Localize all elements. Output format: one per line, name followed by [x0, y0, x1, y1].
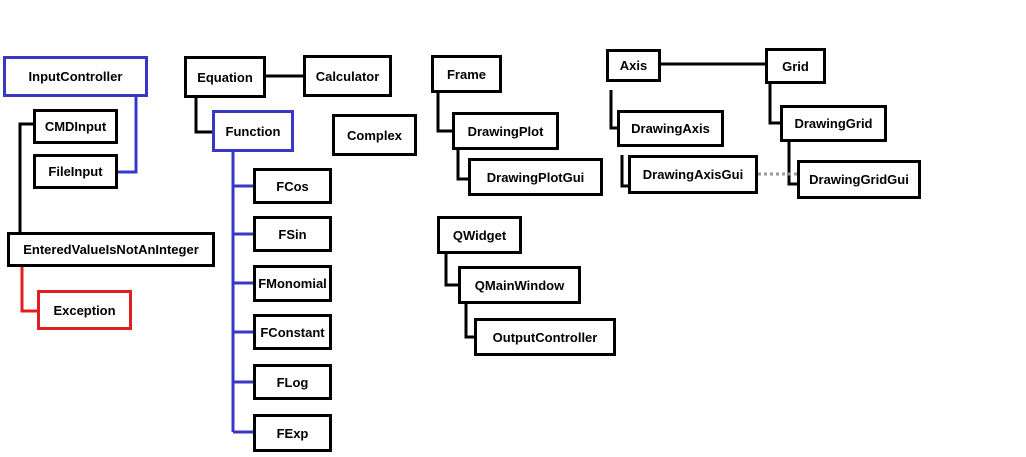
- output-controller-box: OutputController: [474, 318, 616, 356]
- drawing-axis-box: DrawingAxis: [617, 110, 724, 147]
- cmd-to-entered-line: [18, 122, 33, 232]
- complex-box: Complex: [332, 114, 417, 156]
- grid-to-drawinggrid-line: [768, 84, 780, 125]
- fmonomial-box: FMonomial: [253, 265, 332, 302]
- drawinggrid-to-gui-line: [787, 142, 797, 186]
- drawingaxis-to-gui-line: [620, 155, 628, 188]
- calculator-box: Calculator: [303, 55, 392, 97]
- drawing-plot-box: DrawingPlot: [452, 112, 559, 150]
- qwidget-to-qmainwindow-line: [444, 254, 458, 287]
- flog-box: FLog: [253, 364, 332, 400]
- exception-box: Exception: [37, 290, 132, 330]
- frame-to-drawingplot-line: [436, 93, 452, 133]
- grid-box: Grid: [765, 48, 826, 84]
- fexp-box: FExp: [253, 414, 332, 452]
- input-to-file-line: [118, 97, 138, 174]
- qmainwindow-box: QMainWindow: [458, 266, 581, 304]
- file-input-box: FileInput: [33, 154, 118, 189]
- input-controller-box: InputController: [3, 56, 148, 97]
- equation-to-function-line: [194, 98, 212, 134]
- frame-box: Frame: [431, 55, 502, 93]
- entered-to-exception-line: [20, 267, 37, 313]
- qwidget-box: QWidget: [437, 216, 522, 254]
- qmainwindow-to-output-line: [464, 304, 474, 339]
- fconstant-box: FConstant: [253, 314, 332, 350]
- entered-value-exception-box: EnteredValueIsNotAnInteger: [7, 232, 215, 267]
- drawing-plot-gui-box: DrawingPlotGui: [468, 158, 603, 196]
- axis-box: Axis: [606, 49, 661, 82]
- drawing-axis-gui-box: DrawingAxisGui: [628, 155, 758, 194]
- drawing-grid-gui-box: DrawingGridGui: [797, 160, 921, 199]
- fsin-box: FSin: [253, 216, 332, 252]
- drawingplot-to-gui-line: [456, 150, 468, 181]
- equation-box: Equation: [184, 56, 266, 98]
- cmd-input-box: CMDInput: [33, 109, 118, 144]
- drawing-grid-box: DrawingGrid: [780, 105, 887, 142]
- function-box: Function: [212, 110, 294, 152]
- fcos-box: FCos: [253, 168, 332, 204]
- axis-to-drawingaxis-line: [609, 90, 617, 130]
